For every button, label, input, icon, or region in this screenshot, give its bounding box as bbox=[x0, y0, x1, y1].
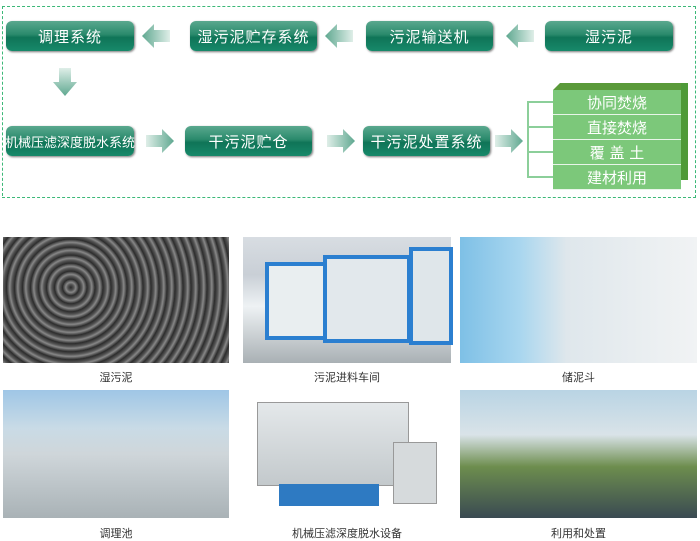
arrow-right-icon bbox=[495, 129, 523, 153]
caption-wet-sludge: 湿污泥 bbox=[99, 371, 133, 384]
photo-utilization-disposal bbox=[460, 390, 697, 518]
caption-utilization-disposal: 利用和处置 bbox=[551, 527, 606, 540]
caption-dewatering-equipment: 机械压滤深度脱水设备 bbox=[292, 527, 402, 540]
photo-conditioning-tank bbox=[3, 390, 229, 518]
arrow-down-icon bbox=[53, 68, 77, 96]
outcome-direct-incineration: 直接焚烧 bbox=[553, 115, 681, 140]
outcome-co-incineration: 协同焚烧 bbox=[553, 90, 681, 115]
photo-sludge-hopper bbox=[460, 237, 697, 363]
stack-top bbox=[553, 83, 688, 90]
bracket-tick bbox=[527, 176, 553, 178]
caption-feed-workshop: 污泥进料车间 bbox=[314, 371, 380, 384]
caption-sludge-hopper: 储泥斗 bbox=[562, 371, 595, 384]
box-conditioning: 调理系统 bbox=[6, 21, 134, 51]
arrow-right-icon bbox=[327, 129, 355, 153]
stack-side bbox=[681, 83, 688, 180]
arrow-right-icon bbox=[146, 129, 174, 153]
bracket-tick bbox=[527, 151, 553, 153]
bracket-line bbox=[527, 101, 529, 178]
arrow-left-icon bbox=[142, 24, 170, 48]
box-dewatering: 机械压滤深度脱水系统 bbox=[5, 126, 135, 156]
box-wet-storage: 湿污泥贮存系统 bbox=[190, 21, 317, 51]
photo-feed-workshop bbox=[243, 237, 453, 363]
photo-dewatering-equipment bbox=[243, 390, 451, 518]
photo-wet-sludge bbox=[3, 237, 229, 363]
arrow-left-icon bbox=[506, 24, 534, 48]
box-conveyor: 污泥输送机 bbox=[366, 21, 493, 51]
flow-frame-left bbox=[2, 6, 3, 196]
outcome-building-material: 建材利用 bbox=[553, 165, 681, 190]
flow-frame bbox=[2, 6, 696, 198]
bracket-tick bbox=[527, 126, 553, 128]
outcome-cover-soil: 覆 盖 土 bbox=[553, 140, 681, 165]
box-dry-storage: 干污泥贮仓 bbox=[185, 126, 312, 156]
bracket-tick bbox=[527, 101, 553, 103]
outcome-stack: 协同焚烧 直接焚烧 覆 盖 土 建材利用 bbox=[553, 90, 681, 190]
box-dry-disposal: 干污泥处置系统 bbox=[363, 126, 490, 156]
arrow-left-icon bbox=[325, 24, 353, 48]
caption-conditioning-tank: 调理池 bbox=[99, 527, 133, 540]
box-wet-sludge: 湿污泥 bbox=[545, 21, 673, 51]
